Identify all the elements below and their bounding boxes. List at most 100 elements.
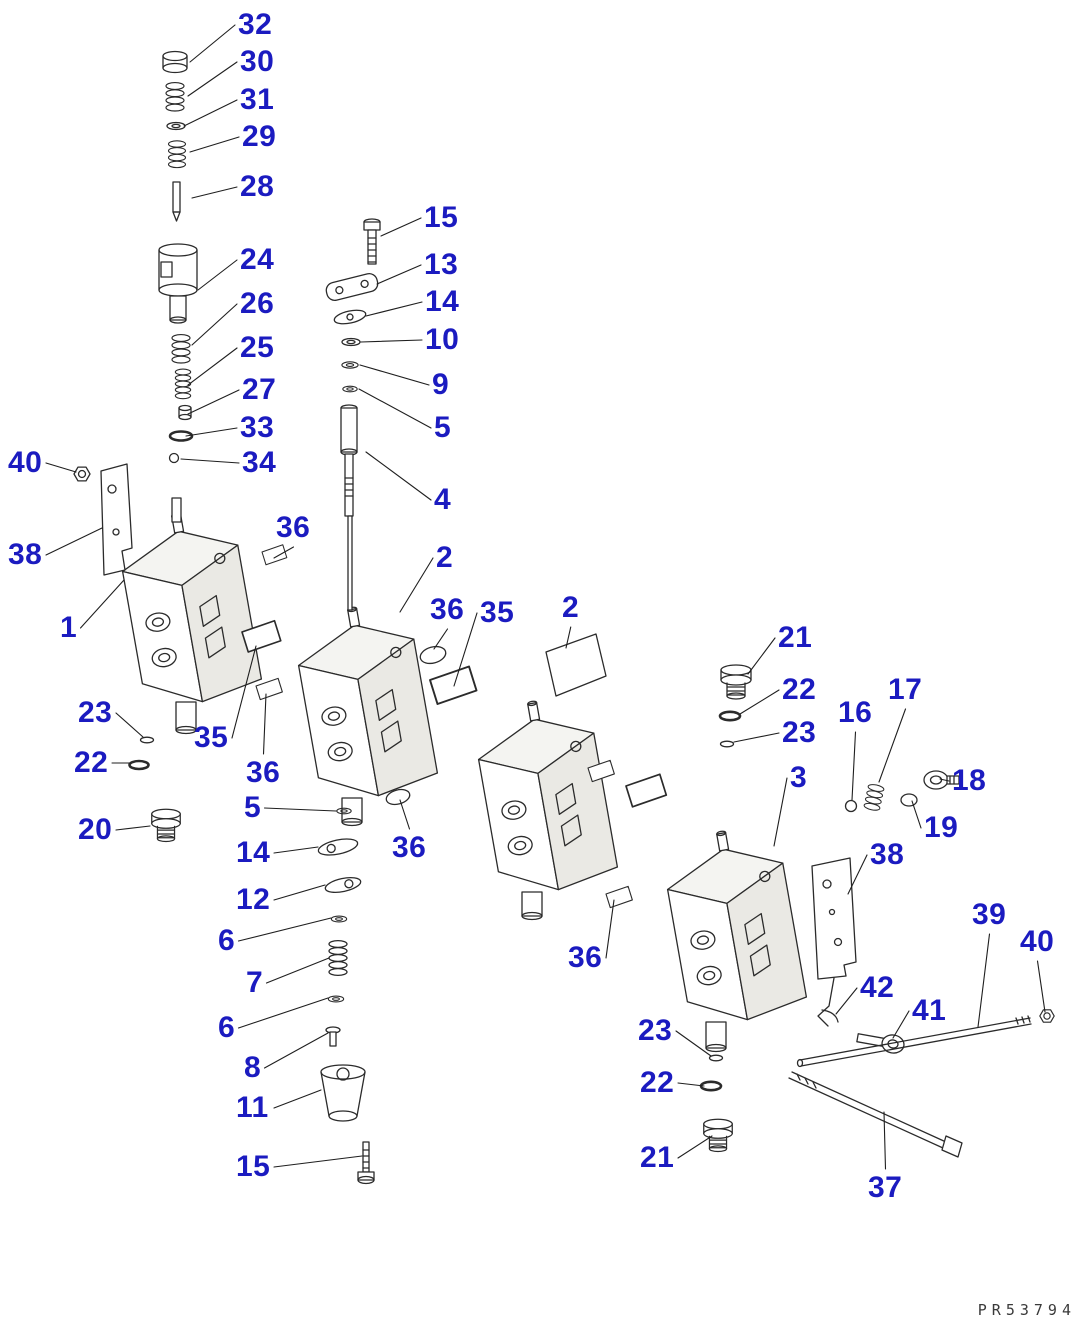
leader-line-22-56 — [677, 1082, 705, 1087]
leader-line-41-54 — [892, 1010, 910, 1039]
callout-33-9: 33 — [240, 411, 275, 444]
plug-21-bottom — [703, 1118, 733, 1153]
gasket-14-mid — [317, 838, 359, 856]
callout-23-14: 23 — [78, 696, 113, 729]
callout-36-41: 36 — [392, 831, 427, 864]
leader-lines — [45, 24, 1046, 1170]
leader-line-18-34 — [939, 778, 950, 782]
callout-11-47: 11 — [236, 1091, 269, 1124]
seal-plate-36-f — [605, 885, 633, 909]
spool-end-24 — [158, 243, 198, 324]
leader-line-21-29 — [747, 637, 776, 675]
callout-25-7: 25 — [240, 331, 275, 364]
callout-26-6: 26 — [240, 287, 275, 320]
callout-32-0: 32 — [238, 8, 273, 41]
leader-line-23-31 — [733, 732, 780, 743]
bracket-38-left — [100, 463, 133, 576]
leader-line-23-55 — [675, 1030, 712, 1057]
callout-40-11: 40 — [8, 446, 43, 479]
callout-4-23: 4 — [434, 483, 452, 516]
leader-line-40-11 — [45, 462, 77, 473]
seal-plate-36-a — [261, 544, 288, 566]
spring-7 — [328, 939, 348, 977]
leader-line-37-58 — [883, 1111, 887, 1170]
washer-6-lower — [327, 995, 345, 1003]
callout-30-1: 30 — [240, 45, 275, 78]
callout-36-38: 36 — [246, 756, 281, 789]
bolt-15-top — [363, 218, 381, 265]
washer-10 — [341, 337, 361, 347]
callout-19-35: 19 — [924, 811, 959, 844]
ring-23-left — [139, 736, 155, 744]
valve-body-2b — [469, 633, 621, 921]
callout-28-4: 28 — [240, 170, 275, 203]
leader-line-36-41 — [399, 799, 411, 830]
callout-22-56: 22 — [640, 1066, 675, 1099]
callout-6-43: 6 — [218, 924, 236, 957]
bolt-15-bottom — [357, 1141, 375, 1185]
callout-16-32: 16 — [838, 696, 873, 729]
valve-body-1 — [113, 497, 265, 735]
callout-34-10: 34 — [242, 446, 277, 479]
leader-line-6-43 — [237, 917, 332, 942]
leader-line-23-14 — [115, 712, 144, 738]
leader-line-5-39 — [263, 807, 337, 812]
spring-29 — [167, 140, 187, 169]
callout-5-22: 5 — [434, 411, 452, 444]
callout-23-55: 23 — [638, 1014, 673, 1047]
callout-42-53: 42 — [860, 971, 895, 1004]
ring-19 — [900, 793, 918, 807]
leader-line-11-47 — [273, 1089, 322, 1109]
callout-27-8: 27 — [242, 373, 277, 406]
callout-35-27: 35 — [480, 596, 515, 629]
ring-23-right-top — [719, 740, 735, 748]
o-ring-22-right-top — [718, 710, 742, 722]
cover-cup-11 — [320, 1064, 366, 1122]
leader-line-16-32 — [851, 731, 857, 801]
callout-21-29: 21 — [778, 621, 813, 654]
ball-34 — [168, 452, 180, 464]
leader-line-5-22 — [358, 388, 432, 429]
callout-36-52: 36 — [568, 941, 603, 974]
callout-3-36: 3 — [790, 761, 808, 794]
spring-17 — [863, 782, 885, 812]
callout-7-44: 7 — [246, 966, 264, 999]
bracket-38-right — [811, 857, 857, 980]
ring-23-right-bottom — [708, 1054, 724, 1062]
callout-40-51: 40 — [1020, 925, 1055, 958]
leader-line-6-45 — [237, 997, 329, 1029]
callout-31-2: 31 — [240, 83, 275, 116]
relief-plug-20 — [151, 808, 181, 843]
callout-17-33: 17 — [888, 673, 923, 706]
leader-line-39-50 — [977, 933, 991, 1028]
leader-line-29-3 — [189, 136, 240, 153]
leader-line-38-12 — [45, 527, 103, 556]
callout-15-17: 15 — [424, 201, 459, 234]
leader-line-31-2 — [183, 99, 238, 127]
rod-39 — [796, 1015, 1032, 1068]
leader-line-14-19 — [365, 301, 423, 317]
leader-line-36-38 — [262, 693, 267, 755]
leader-line-1-13 — [79, 579, 125, 629]
leader-line-30-1 — [187, 61, 238, 97]
screw-8 — [325, 1026, 341, 1047]
leader-line-15-48 — [273, 1155, 363, 1168]
callout-22-30: 22 — [782, 673, 817, 706]
leader-line-27-8 — [187, 389, 240, 415]
callout-6-45: 6 — [218, 1011, 236, 1044]
leader-line-35-27 — [453, 612, 478, 687]
spring-30 — [165, 81, 185, 112]
seal-plate-35-b — [429, 665, 478, 705]
callout-12-42: 12 — [236, 883, 271, 916]
seal-plate-36-d — [255, 677, 283, 701]
seal-ring-36-e — [385, 788, 411, 806]
callout-13-18: 13 — [424, 248, 459, 281]
o-ring-33 — [168, 430, 194, 442]
callout-24-5: 24 — [240, 243, 275, 276]
leader-line-36-26 — [433, 628, 449, 650]
ball-16 — [844, 799, 858, 813]
spring-26 — [171, 333, 191, 364]
callout-1-13: 1 — [60, 611, 78, 644]
leader-line-25-7 — [187, 347, 238, 386]
